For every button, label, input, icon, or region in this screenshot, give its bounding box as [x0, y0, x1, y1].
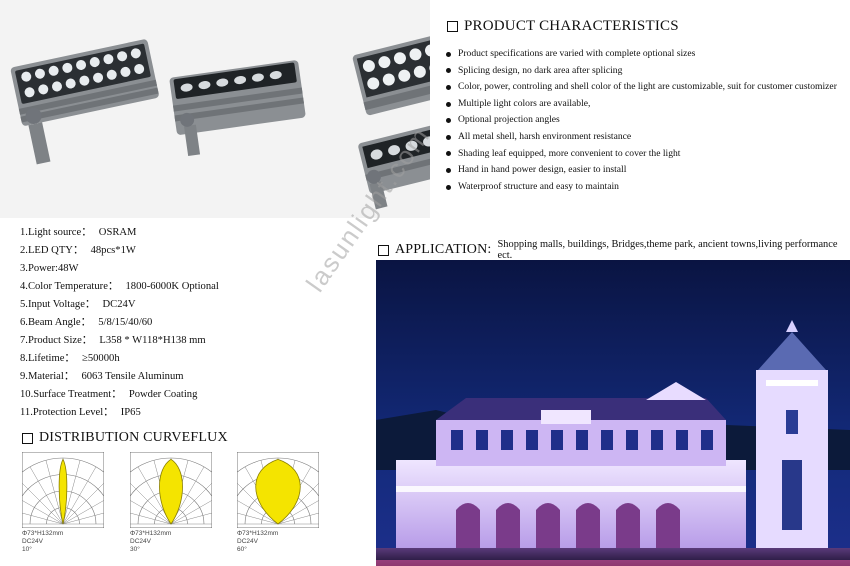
grid-ray [237, 512, 279, 525]
feature-item: Splicing design, no dark area after spli… [446, 63, 846, 80]
spec-item: 3.Power:48W [20, 263, 79, 274]
wall-washer-fixture-3 [352, 34, 454, 116]
bullet-icon [446, 68, 451, 74]
spec-item: 1.Light source：OSRAM [20, 227, 137, 238]
polar-curve-10 [22, 452, 104, 528]
wall-washer-fixture-4 [358, 123, 453, 210]
feature-item: Waterproof structure and easy to maintai… [446, 179, 846, 196]
curve-card-60: Φ73*H132mm DC24V 60° [237, 452, 319, 566]
curve-card-30: Φ73*H132mm DC24V 30° [130, 452, 212, 566]
product-characteristics-title: PRODUCT CHARACTERISTICS [464, 18, 679, 34]
application-photo [376, 260, 850, 566]
illuminated-building-photo [376, 260, 850, 566]
feature-list: Product specifications are varied with c… [446, 46, 846, 195]
product-characteristics-header: PRODUCT CHARACTERISTICS [447, 18, 679, 35]
application-header: APPLICATION: Shopping malls, buildings, … [378, 239, 850, 261]
grid-ray [45, 460, 64, 525]
grid-ray [170, 500, 212, 525]
spec-item: 8.Lifetime：≥50000h [20, 353, 120, 364]
spec-item: 2.LED QTY：48pcs*1W [20, 245, 136, 256]
bullet-icon [446, 101, 451, 107]
spec-item: 7.Product Size：L358 * W118*H138 mm [20, 335, 206, 346]
grid-ray [237, 500, 279, 525]
wall-washer-fixture-2 [169, 60, 306, 157]
product-photo-panel [0, 0, 454, 218]
curve-caption: Φ73*H132mm DC24V 30° [130, 530, 172, 553]
grid-ray [170, 482, 212, 525]
bullet-icon [446, 151, 451, 157]
feature-item: Product specifications are varied with c… [446, 46, 846, 63]
spec-item: 9.Material：6063 Tensile Aluminum [20, 371, 184, 382]
beam-lobe [58, 458, 68, 525]
bullet-icon [446, 167, 451, 173]
feature-item: Hand in hand power design, easier to ins… [446, 162, 846, 179]
polar-curve-30 [130, 452, 212, 528]
grid-ray [22, 512, 64, 525]
spec-item: 4.Color Temperature：1800-6000K Optional [20, 281, 219, 292]
feature-item: Multiple light colors are available, [446, 96, 846, 113]
curve-card-10: Φ73*H132mm DC24V 10° [22, 452, 104, 566]
spec-item: 6.Beam Angle：5/8/15/40/60 [20, 317, 153, 328]
grid-ray [130, 482, 172, 525]
beam-lobe [255, 458, 301, 525]
grid-ray [62, 466, 97, 525]
grid-ray [277, 500, 319, 525]
wall-washer-fixture-1 [10, 39, 159, 165]
grid-ray [22, 500, 64, 525]
application-title: APPLICATION: [395, 242, 492, 257]
bullet-icon [446, 184, 451, 190]
grid-ray [62, 512, 104, 525]
product-photos [10, 34, 454, 210]
distribution-title: DISTRIBUTION CURVEFLUX [39, 430, 228, 445]
distribution-header: DISTRIBUTION CURVEFLUX [22, 430, 228, 446]
spec-item: 5.Input Voltage：DC24V [20, 299, 136, 310]
application-text: Shopping malls, buildings, Bridges,theme… [497, 239, 838, 261]
grid-ray [62, 460, 81, 525]
bullet-icon [446, 134, 451, 140]
bullet-icon [446, 51, 451, 57]
polar-curve-60 [237, 452, 319, 528]
curve-caption: Φ73*H132mm DC24V 60° [237, 530, 279, 553]
grid-ray [277, 512, 319, 525]
feature-item: Shading leaf equipped, more convenient t… [446, 146, 846, 163]
square-checkbox-icon [378, 244, 389, 256]
beam-lobe [159, 458, 183, 525]
feature-item: Optional projection angles [446, 112, 846, 129]
grid-ray [22, 482, 64, 525]
grid-ray [130, 512, 172, 525]
bullet-icon [446, 84, 451, 90]
square-checkbox-icon [447, 21, 458, 32]
grid-ray [170, 512, 212, 525]
grid-ray [62, 482, 104, 525]
grid-ray [29, 466, 64, 525]
feature-item: All metal shell, harsh environment resis… [446, 129, 846, 146]
feature-item: Color, power, controling and shell color… [446, 79, 846, 96]
spec-item: 10.Surface Treatment：Powder Coating [20, 389, 198, 400]
spec-list: 1.Light source：OSRAM 2.LED QTY：48pcs*1W … [20, 224, 350, 422]
spec-item: 11.Protection Level：IP65 [20, 407, 141, 418]
grid-ray [62, 500, 104, 525]
curve-caption: Φ73*H132mm DC24V 10° [22, 530, 64, 553]
grid-ray [130, 500, 172, 525]
square-checkbox-icon [22, 432, 33, 444]
bullet-icon [446, 118, 451, 124]
